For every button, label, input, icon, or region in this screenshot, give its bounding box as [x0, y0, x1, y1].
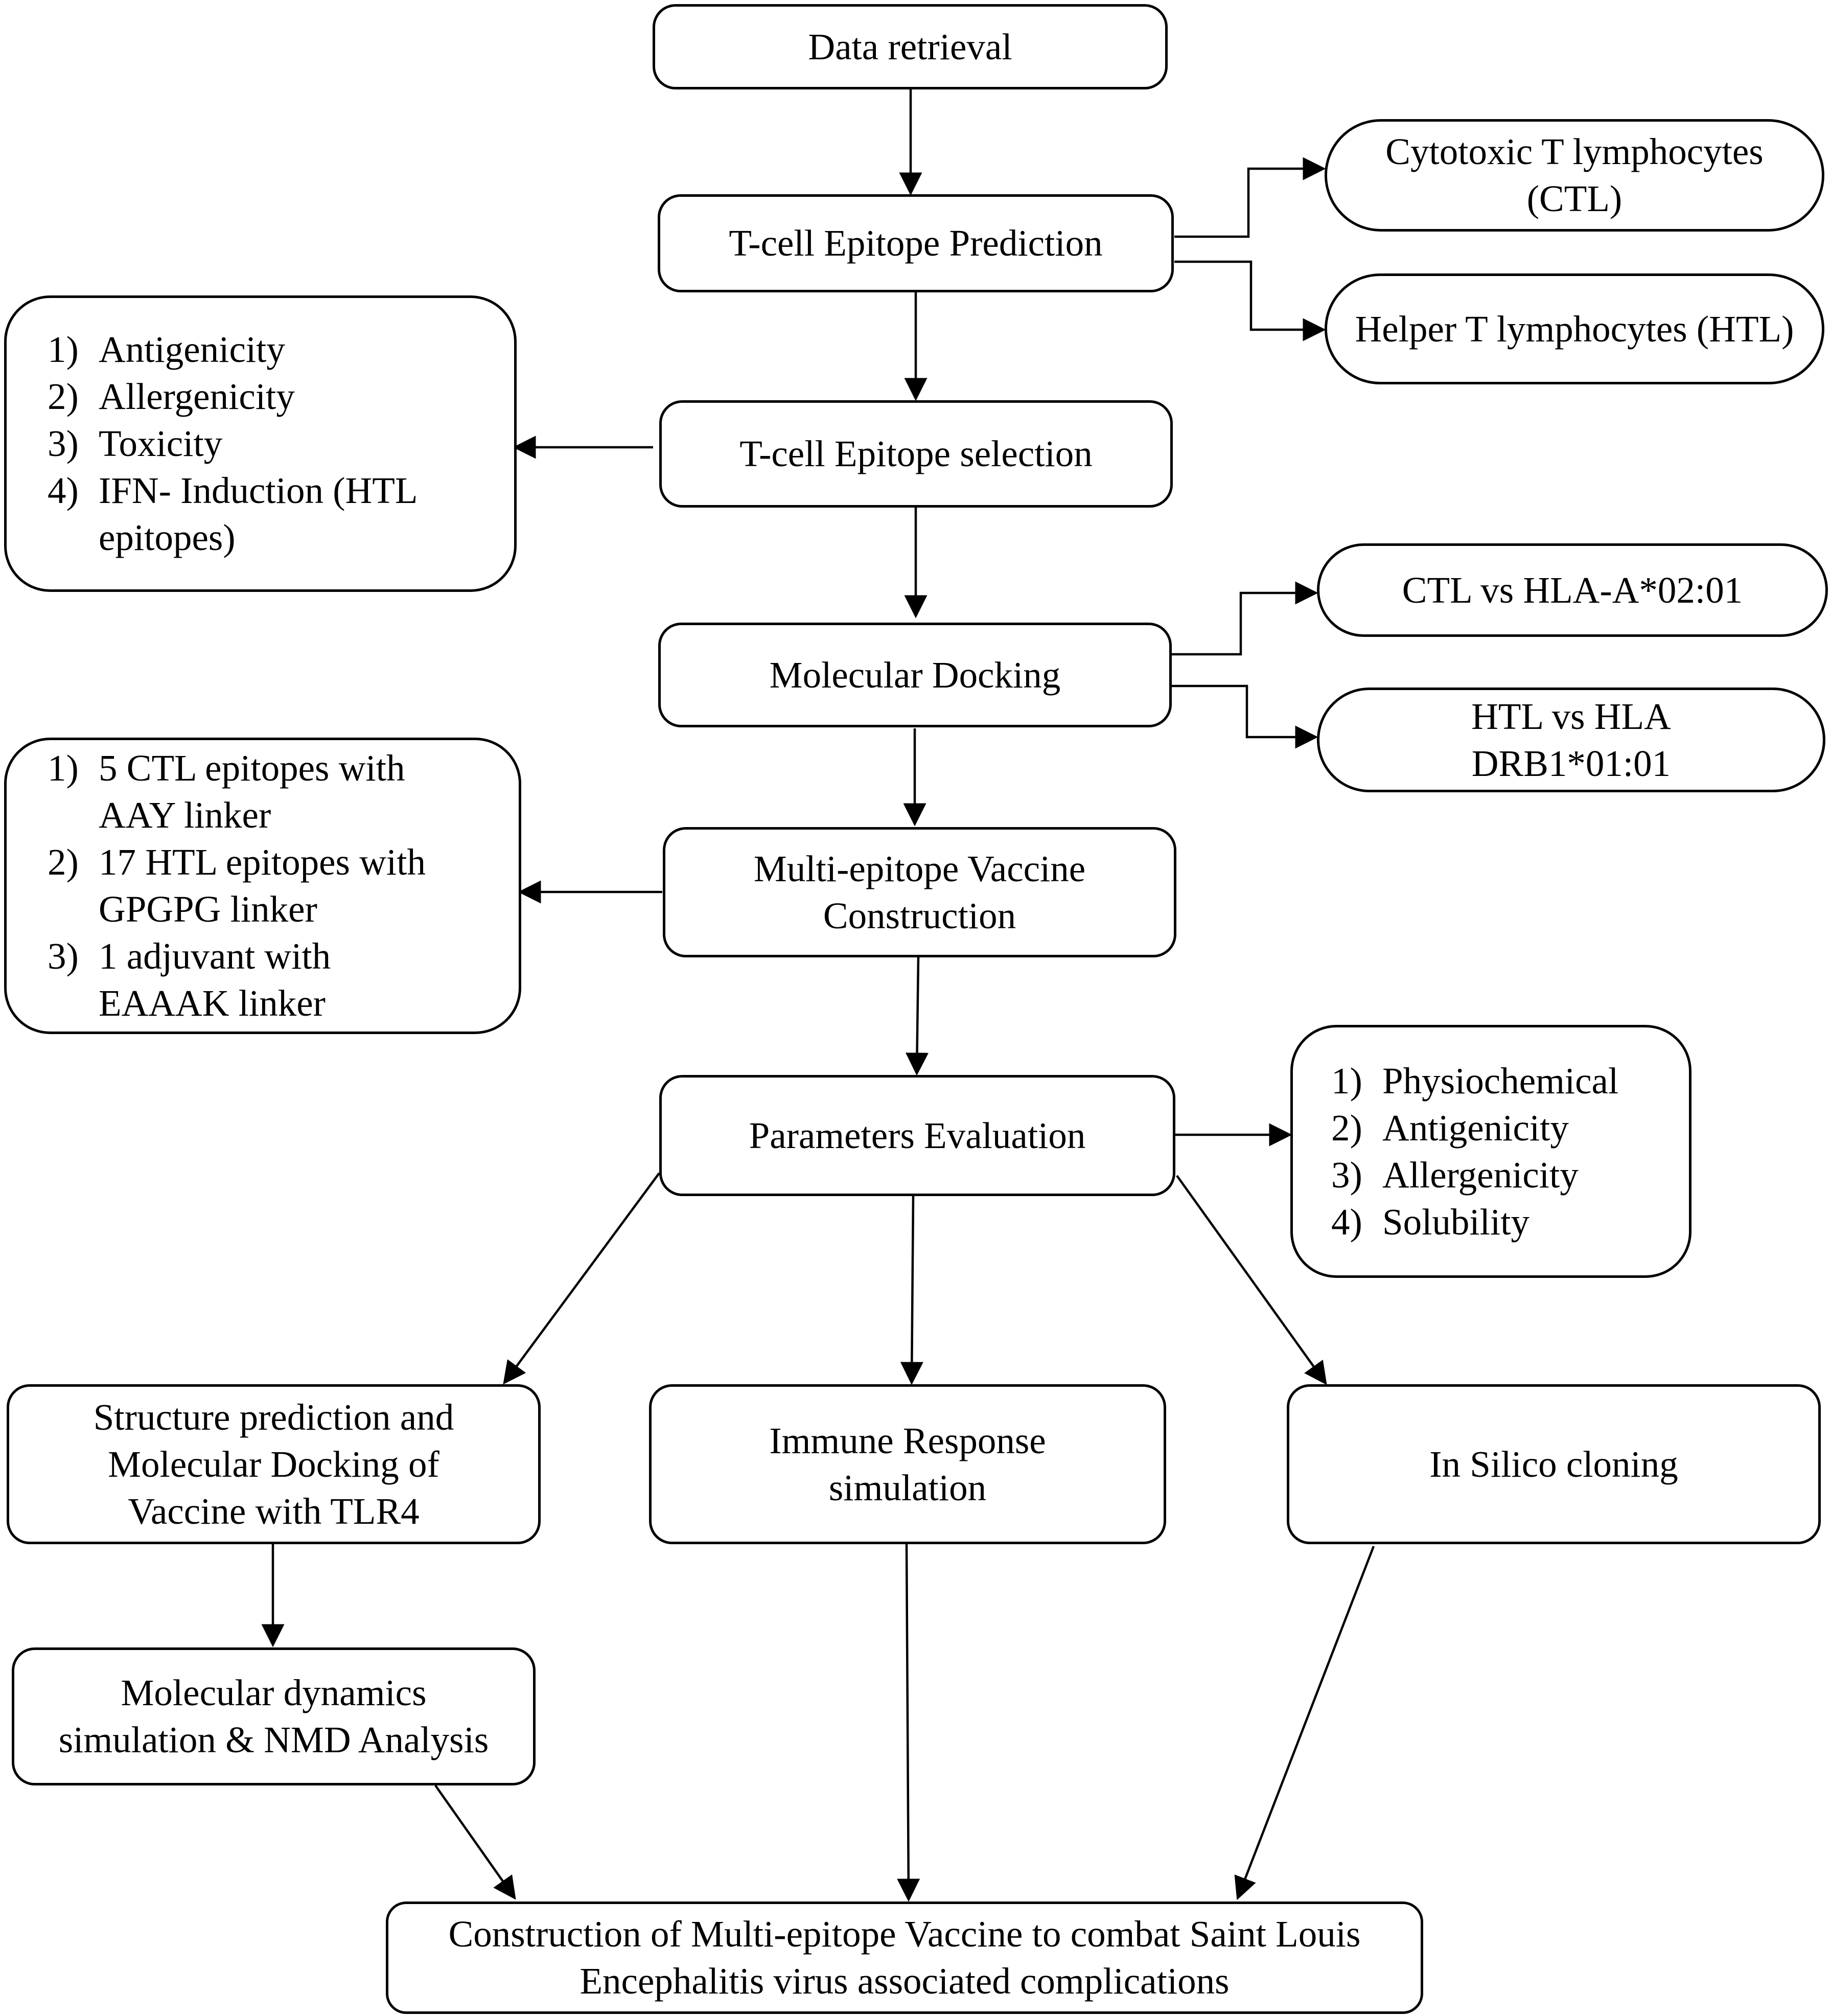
construction-components-box: 1)5 CTL epitopes with AAY linker 2)17 HT… [4, 738, 521, 1034]
list-item: 4)Solubility [1331, 1201, 1530, 1243]
parameters-evaluation-label: Parameters Evaluation [749, 1114, 1086, 1156]
list-item: 3)Toxicity [48, 423, 223, 464]
arrow-md-to-final [434, 1784, 516, 1900]
vaccine-construction-box: Multi-epitope Vaccine Construction [663, 827, 1176, 957]
arrow-evaluation-to-cloning [1176, 1175, 1327, 1385]
htl-vs-hla-box: HTL vs HLA DRB1*01:01 [1317, 688, 1825, 792]
arrow-prediction-to-htl [1174, 260, 1326, 341]
selection-criteria-box: 1)Antigenicity 2)Allergenicity 3)Toxicit… [4, 295, 517, 592]
data-retrieval-box: Data retrieval [653, 4, 1168, 89]
ctl-box: Cytotoxic T lymphocytes (CTL) [1325, 119, 1824, 232]
final-label: Construction of Multi-epitope Vaccine to… [448, 1913, 1361, 2002]
vaccine-construction-label: Multi-epitope Vaccine Construction [753, 847, 1086, 936]
htl-vs-hla-label: HTL vs HLA DRB1*01:01 [1471, 695, 1671, 784]
ctl-vs-hla-label: CTL vs HLA-A*02:01 [1402, 569, 1743, 611]
ctl-label: Cytotoxic T lymphocytes (CTL) [1385, 131, 1764, 219]
arrow-evaluation-to-structure [503, 1172, 660, 1385]
structure-prediction-box: Structure prediction and Molecular Docki… [7, 1384, 541, 1544]
in-silico-box: In Silico cloning [1287, 1384, 1821, 1544]
md-simulation-label: Molecular dynamics simulation & NMD Anal… [58, 1672, 489, 1760]
immune-response-box: Immune Response simulation [649, 1384, 1166, 1544]
list-item: 3)1 adjuvant with EAAAK linker [48, 935, 331, 1024]
molecular-docking-box: Molecular Docking [658, 623, 1172, 727]
list-item: 2)Allergenicity [48, 376, 295, 417]
structure-prediction-label: Structure prediction and Molecular Docki… [93, 1396, 454, 1532]
htl-label: Helper T lymphocytes (HTL) [1355, 308, 1794, 350]
tcell-prediction-box: T-cell Epitope Prediction [658, 194, 1174, 292]
arrow-docking-to-htl-hla [1172, 684, 1318, 749]
list-item: 1)Antigenicity [48, 329, 285, 370]
evaluation-parameters-list: 1)Physiochemical 2)Antigenicity 3)Allerg… [1331, 1058, 1674, 1246]
list-item: 1)Physiochemical [1331, 1060, 1619, 1102]
arrow-prediction-to-ctl [1174, 157, 1326, 238]
arrow-cloning-to-final [1234, 1546, 1375, 1900]
tcell-selection-box: T-cell Epitope selection [659, 400, 1173, 508]
list-item: 2)Antigenicity [1331, 1107, 1569, 1149]
arrow-docking-to-ctl-hla [1169, 581, 1318, 656]
list-item: 1)5 CTL epitopes with AAY linker [48, 747, 405, 836]
tcell-selection-label: T-cell Epitope selection [739, 433, 1093, 474]
in-silico-label: In Silico cloning [1429, 1443, 1678, 1485]
htl-box: Helper T lymphocytes (HTL) [1325, 273, 1824, 384]
tcell-prediction-label: T-cell Epitope Prediction [729, 222, 1103, 264]
arrow-construction-to-evaluation [906, 957, 929, 1076]
parameters-evaluation-box: Parameters Evaluation [659, 1075, 1175, 1196]
molecular-docking-label: Molecular Docking [769, 654, 1061, 696]
final-box: Construction of Multi-epitope Vaccine to… [386, 1902, 1423, 2014]
list-item: 4)IFN- Induction (HTL epitopes) [48, 470, 416, 558]
evaluation-parameters-box: 1)Physiochemical 2)Antigenicity 3)Allerg… [1290, 1025, 1691, 1278]
arrow-immune-to-final [897, 1544, 920, 1902]
ctl-vs-hla-box: CTL vs HLA-A*02:01 [1317, 543, 1828, 637]
immune-response-label: Immune Response simulation [769, 1419, 1046, 1508]
data-retrieval-label: Data retrieval [808, 26, 1012, 67]
construction-components-list: 1)5 CTL epitopes with AAY linker 2)17 HT… [48, 745, 462, 1027]
md-simulation-box: Molecular dynamics simulation & NMD Anal… [12, 1647, 536, 1785]
selection-criteria-list: 1)Antigenicity 2)Allergenicity 3)Toxicit… [48, 326, 458, 561]
list-item: 2)17 HTL epitopes with GPGPG linker [48, 841, 426, 930]
list-item: 3)Allergenicity [1331, 1154, 1579, 1196]
arrow-evaluation-to-immune [900, 1196, 923, 1385]
